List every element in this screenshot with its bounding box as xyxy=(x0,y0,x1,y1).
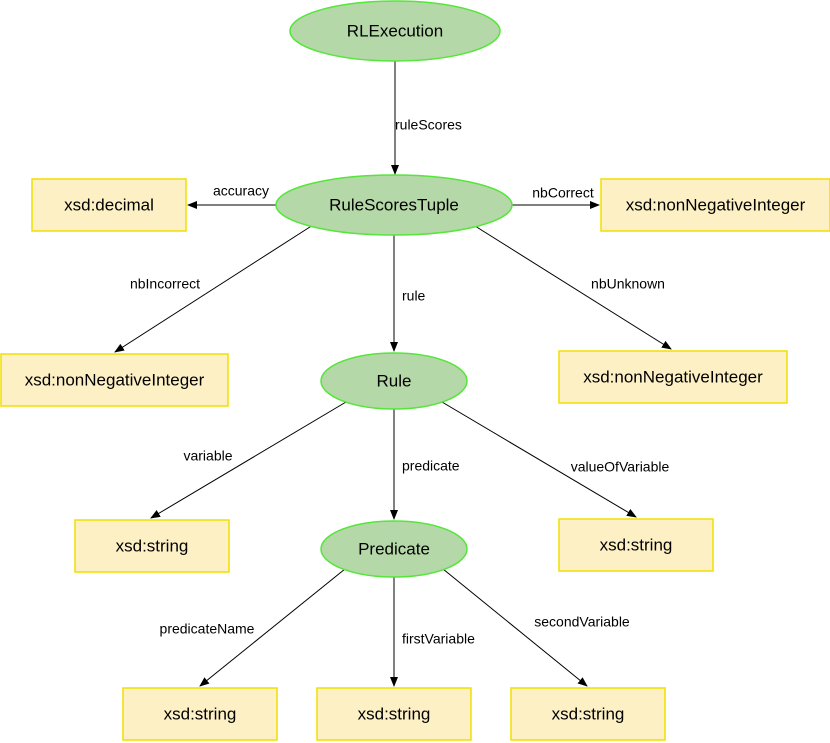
edge-predicatename: predicateName xyxy=(160,568,346,687)
class-node-rlexecution: RLExecution xyxy=(289,0,501,62)
literal-box xyxy=(558,518,714,572)
edge-label-rulescores: ruleScores xyxy=(395,117,462,133)
node-label: RuleScoresTuple xyxy=(329,195,459,214)
literal-node-nbcorrect-literal: xsd:nonNegativeInteger xyxy=(600,178,830,232)
edge-label-secondvariable: secondVariable xyxy=(534,614,630,630)
edge-label-variable: variable xyxy=(183,448,232,464)
edge-label-nbunknown: nbUnknown xyxy=(591,276,665,292)
edge-nbcorrect: nbCorrect xyxy=(512,185,600,209)
edge-label-accuracy: accuracy xyxy=(213,183,269,199)
literal-box xyxy=(31,178,187,232)
node-label: xsd:string xyxy=(552,704,625,723)
node-label: Predicate xyxy=(358,539,430,558)
class-node-predicate: Predicate xyxy=(320,520,468,578)
edge-rulescores: ruleScores xyxy=(391,61,462,175)
edge-secondvariable: secondVariable xyxy=(442,568,630,687)
literal-node-nbincorrect-literal: xsd:nonNegativeInteger xyxy=(0,353,229,407)
node-label: xsd:string xyxy=(600,535,673,554)
class-node-rulescorestuple: RuleScoresTuple xyxy=(275,174,513,236)
literal-node-accuracy-literal: xsd:decimal xyxy=(31,178,187,232)
literal-box xyxy=(600,178,830,232)
node-label: xsd:string xyxy=(358,704,431,723)
edge-label-rule: rule xyxy=(402,288,426,304)
edge-label-nbincorrect: nbIncorrect xyxy=(130,276,200,292)
node-label: xsd:decimal xyxy=(64,195,154,214)
edge-arrow-valueofvariable xyxy=(441,401,637,518)
literal-box xyxy=(0,353,229,407)
node-label: Rule xyxy=(377,371,412,390)
edge-firstvariable: firstVariable xyxy=(390,577,475,687)
edge-predicate: predicate xyxy=(390,409,460,520)
literal-node-variable-literal: xsd:string xyxy=(74,519,230,573)
literal-box xyxy=(74,519,230,573)
literal-box xyxy=(316,687,472,741)
edge-arrow-predicatename xyxy=(199,568,346,687)
literal-node-predicatename-literal: xsd:string xyxy=(122,687,278,741)
node-label: RLExecution xyxy=(347,21,443,40)
node-label: xsd:nonNegativeInteger xyxy=(583,367,763,386)
class-node-rule: Rule xyxy=(320,352,468,410)
edge-arrow-variable xyxy=(150,401,347,519)
node-label: xsd:nonNegativeInteger xyxy=(626,195,806,214)
edge-nbincorrect: nbIncorrect xyxy=(114,224,314,353)
literal-node-firstvariable-literal: xsd:string xyxy=(316,687,472,741)
edge-arrow-nbunknown xyxy=(474,225,672,350)
node-label: xsd:string xyxy=(116,536,189,555)
edge-valueofvariable: valueOfVariable xyxy=(441,401,670,518)
node-label: xsd:string xyxy=(164,704,237,723)
class-ellipse xyxy=(320,352,468,410)
edge-variable: variable xyxy=(150,401,347,519)
edge-label-predicatename: predicateName xyxy=(160,621,255,637)
edge-label-valueofvariable: valueOfVariable xyxy=(571,459,670,475)
edge-label-nbcorrect: nbCorrect xyxy=(532,185,594,201)
literal-node-secondvariable-literal: xsd:string xyxy=(510,687,666,741)
edges-layer: ruleScores accuracy nbCorrect nbIncorrect ru… xyxy=(114,61,672,687)
literal-box xyxy=(510,687,666,741)
edge-rule: rule xyxy=(390,235,426,352)
edge-label-firstvariable: firstVariable xyxy=(402,631,475,647)
literal-node-valueofvariable-literal: xsd:string xyxy=(558,518,714,572)
literal-node-nbunknown-literal: xsd:nonNegativeInteger xyxy=(558,350,788,404)
edge-label-predicate: predicate xyxy=(402,458,460,474)
literal-box xyxy=(122,687,278,741)
edge-arrow-secondvariable xyxy=(442,568,588,687)
edge-arrow-nbincorrect xyxy=(114,224,314,353)
edge-accuracy: accuracy xyxy=(187,183,276,209)
class-ellipse xyxy=(320,520,468,578)
edge-nbunknown: nbUnknown xyxy=(474,225,672,350)
literal-box xyxy=(558,350,788,404)
node-label: xsd:nonNegativeInteger xyxy=(25,370,205,389)
class-ellipse xyxy=(275,174,513,236)
class-ellipse xyxy=(289,0,501,62)
